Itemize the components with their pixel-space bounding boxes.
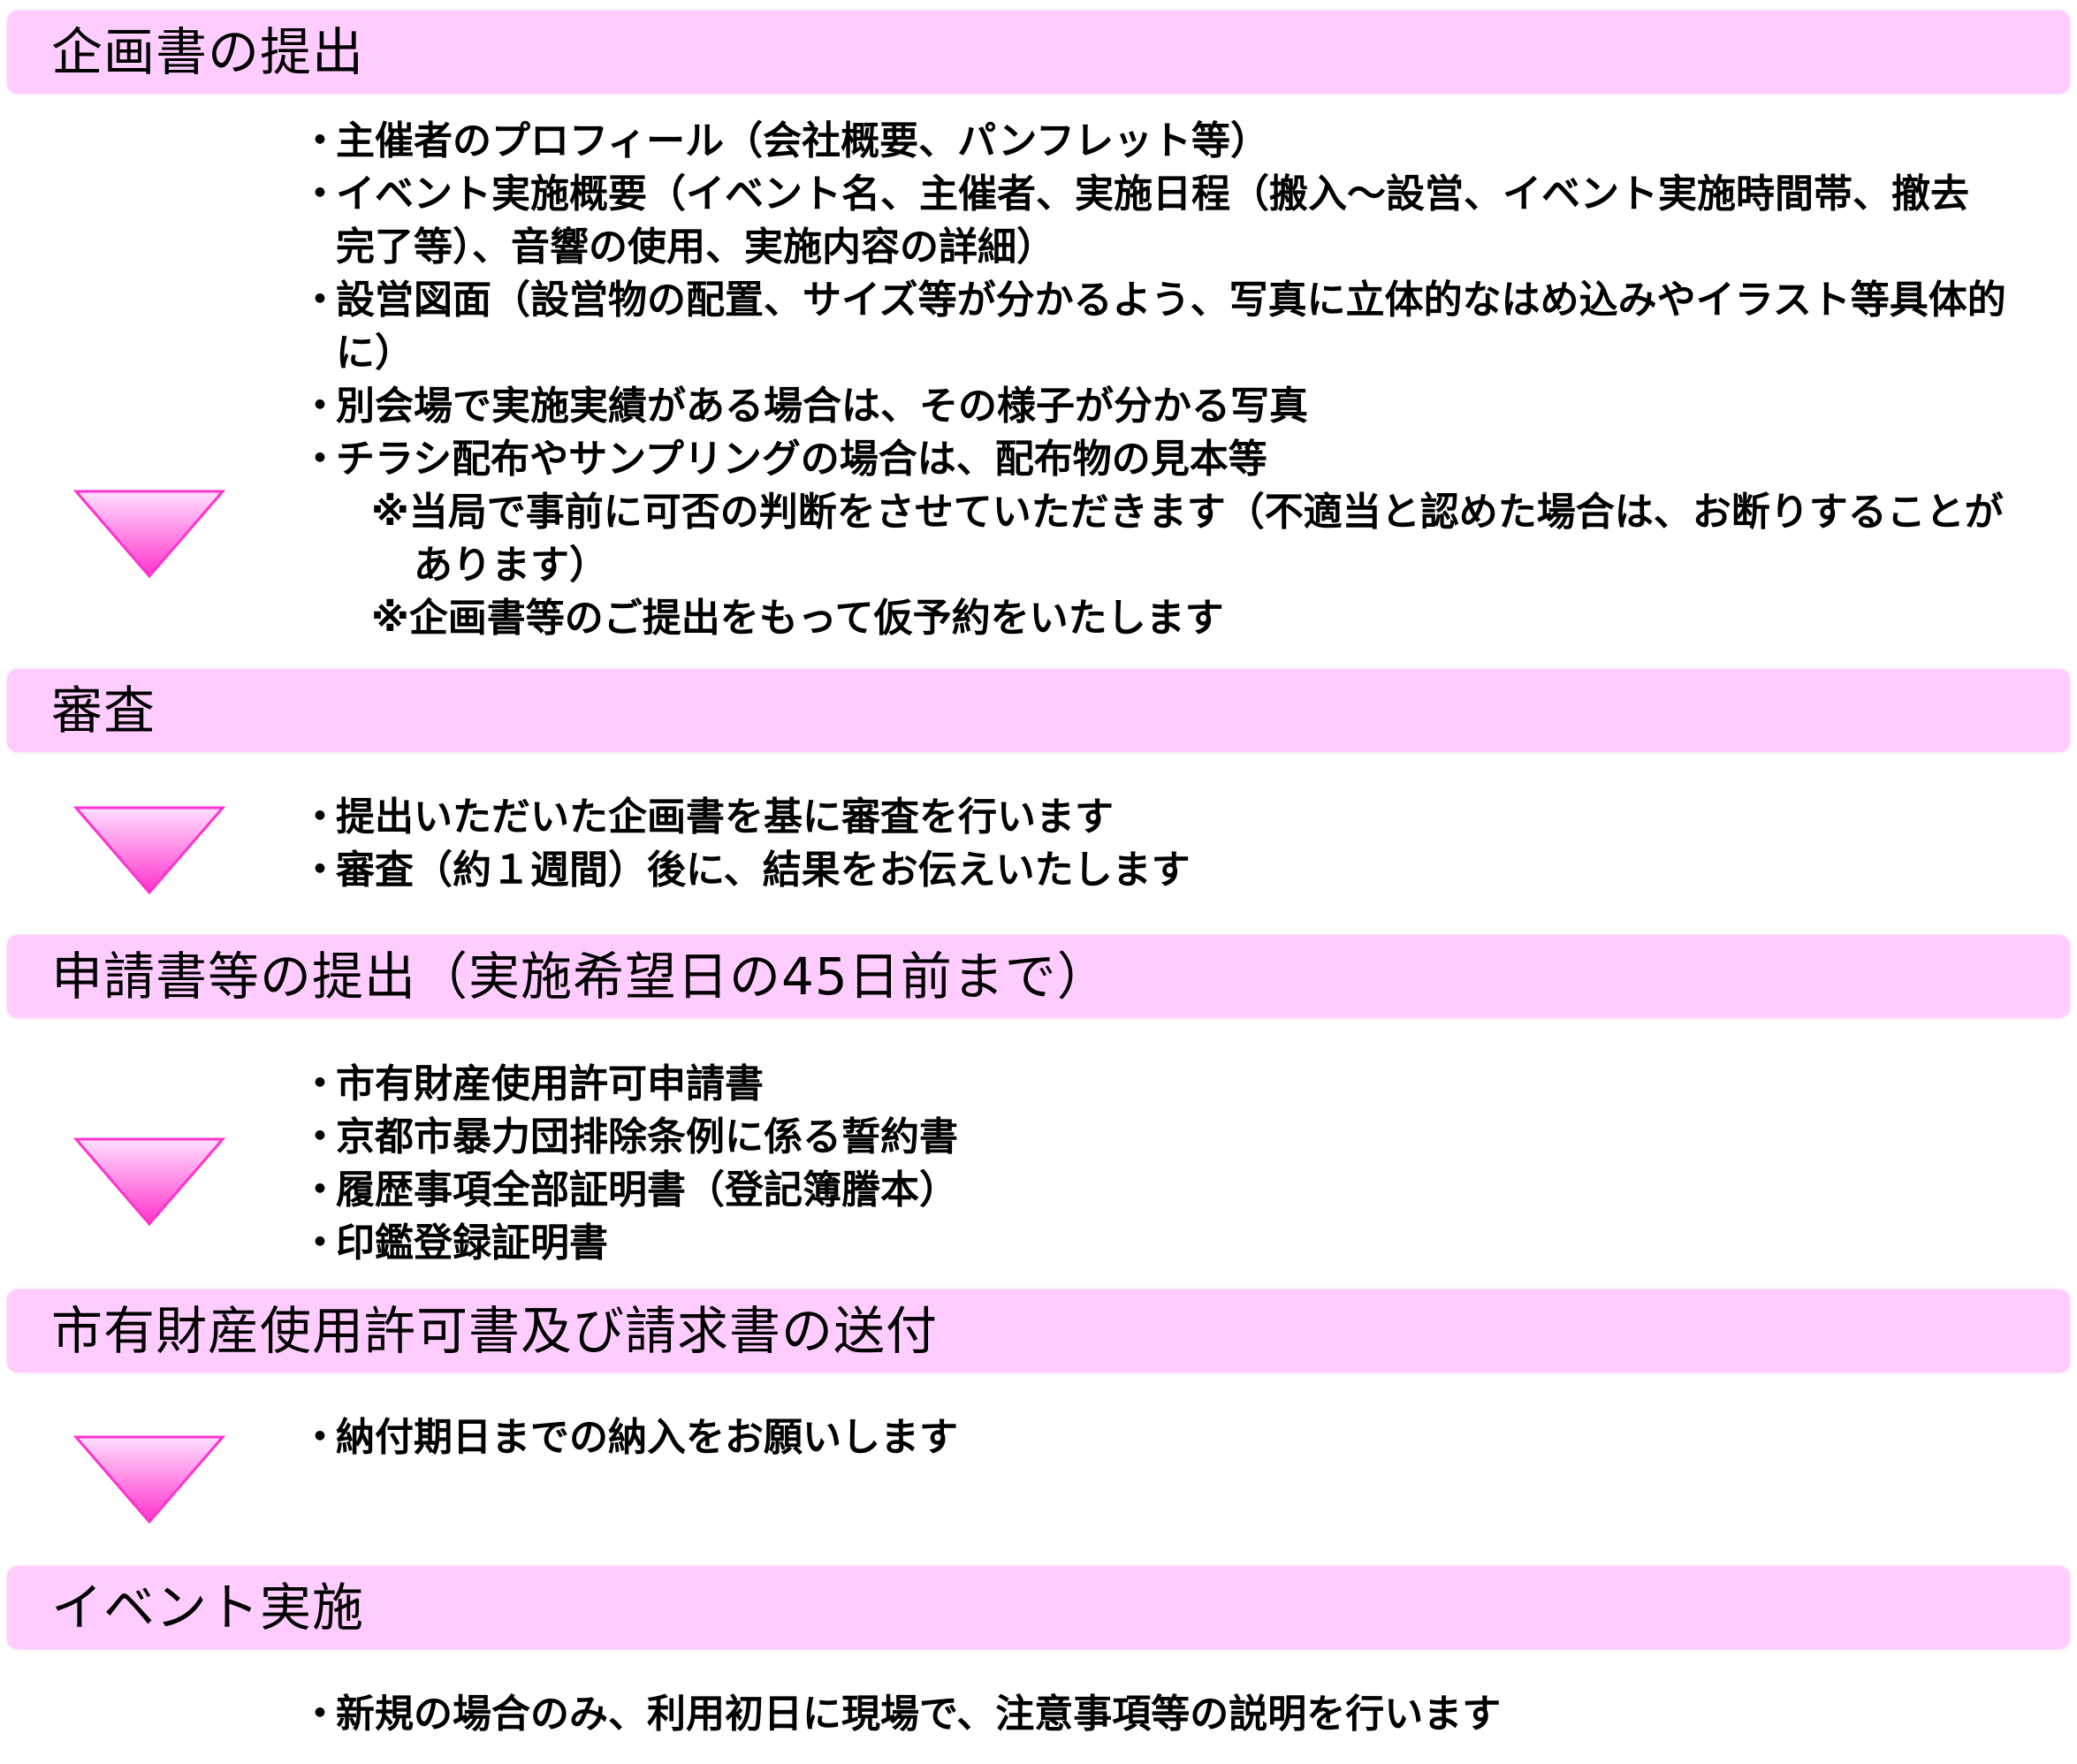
list-item-text: 審査（約１週間）後に、結果をお伝えいたします <box>336 848 1191 893</box>
list-item: ・京都市暴力団排除条例に係る誓約書 <box>301 1111 2006 1164</box>
step-title: 審査 <box>51 681 156 741</box>
list-item-text: 印鑑登録証明書 <box>336 1220 608 1266</box>
list-item: ・イベント実施概要（イベント名、主催者、実施日程（搬入～設営、イベント実施時間帯… <box>301 168 2006 274</box>
list-item: ・提出いただいた企画書を基に審査を行います <box>301 791 2006 844</box>
step-bar-event: イベント実施 <box>7 1566 2070 1649</box>
step-title: 企画書の提出 <box>51 22 365 82</box>
bullet-mark: ・ <box>301 278 339 323</box>
note-text: ※当局で事前に可否の判断をさせていただきます（不適当と認めた場合は、お断りするこ… <box>371 490 2004 588</box>
list-item-text: チラシ配布やサンプリングの場合は、配布物の見本等 <box>336 437 1267 482</box>
list-item: ・別会場で実施実績がある場合は、その様子が分かる写真 <box>301 380 2006 433</box>
list-item-text: 設営図面（設営物の配置、サイズ等が分かるよう、写真に立体的なはめ込みやイラスト等… <box>336 278 2006 376</box>
list-item-text: 主催者のプロフィール（会社概要、パンフレット等） <box>336 118 1269 163</box>
flow-arrow-down-icon <box>72 490 226 579</box>
step-details-proposal: ・主催者のプロフィール（会社概要、パンフレット等） ・イベント実施概要（イベント… <box>301 115 2006 645</box>
list-item: ・審査（約１週間）後に、結果をお伝えいたします <box>301 844 2006 897</box>
list-item: ・納付期日までの納入をお願いします <box>301 1411 2006 1464</box>
list-item: ・新規の場合のみ、利用初日に現場で、注意事項等の説明を行います <box>301 1688 2006 1741</box>
list-item-text: 京都市暴力団排除条例に係る誓約書 <box>336 1114 958 1160</box>
step-details-review: ・提出いただいた企画書を基に審査を行います ・審査（約１週間）後に、結果をお伝え… <box>301 791 2006 897</box>
list-item-text: 納付期日までの納入をお願いします <box>336 1415 958 1460</box>
list-item-text: 別会場で実施実績がある場合は、その様子が分かる写真 <box>336 384 1308 429</box>
list-item-text: イベント実施概要（イベント名、主催者、実施日程（搬入～設営、イベント実施時間帯、… <box>336 171 1969 270</box>
list-item: ・履歴事項全部証明書（登記簿謄本） <box>301 1164 2006 1217</box>
step-title: 市有財産使用許可書及び請求書の送付 <box>51 1301 939 1361</box>
step-bar-permit: 市有財産使用許可書及び請求書の送付 <box>7 1289 2070 1372</box>
bullet-mark: ・ <box>301 1220 339 1266</box>
bullet-mark: ・ <box>301 1061 339 1106</box>
step-details-event: ・新規の場合のみ、利用初日に現場で、注意事項等の説明を行います <box>301 1688 2006 1741</box>
bullet-mark: ・ <box>301 171 339 217</box>
bullet-mark: ・ <box>301 118 339 163</box>
list-item-text: 市有財産使用許可申請書 <box>336 1061 764 1106</box>
step-details-application: ・市有財産使用許可申請書 ・京都市暴力団排除条例に係る誓約書 ・履歴事項全部証明… <box>301 1058 2006 1270</box>
note-text: ※企画書等のご提出をもって仮予約をいたします <box>371 596 1224 641</box>
bullet-mark: ・ <box>301 1692 339 1737</box>
list-item: ・主催者のプロフィール（会社概要、パンフレット等） <box>301 115 2006 168</box>
list-item: ・チラシ配布やサンプリングの場合は、配布物の見本等 <box>301 433 2006 486</box>
step-details-permit: ・納付期日までの納入をお願いします <box>301 1411 2006 1464</box>
flow-arrow-down-icon <box>72 806 226 895</box>
list-item-text: 履歴事項全部証明書（登記簿謄本） <box>336 1167 958 1213</box>
bullet-mark: ・ <box>301 1167 339 1213</box>
flow-arrow-down-icon <box>72 1435 226 1524</box>
list-item-text: 提出いただいた企画書を基に審査を行います <box>336 795 1114 840</box>
step-bar-application: 申請書等の提出（実施希望日の45日前まで） <box>7 935 2070 1018</box>
list-item-text: 新規の場合のみ、利用初日に現場で、注意事項等の説明を行います <box>336 1692 1502 1737</box>
bullet-mark: ・ <box>301 384 339 429</box>
step-title: 申請書等の提出（実施希望日の45日前まで） <box>51 947 1109 1007</box>
bullet-mark: ・ <box>301 437 339 482</box>
step-bar-proposal: 企画書の提出 <box>7 11 2070 94</box>
bullet-mark: ・ <box>301 1114 339 1160</box>
step-bar-review: 審査 <box>7 669 2070 752</box>
list-item: ・設営図面（設営物の配置、サイズ等が分かるよう、写真に立体的なはめ込みやイラスト… <box>301 274 2006 380</box>
bullet-mark: ・ <box>301 795 339 840</box>
step-title: イベント実施 <box>51 1578 365 1638</box>
list-item: ・印鑑登録証明書 <box>301 1217 2006 1270</box>
bullet-mark: ・ <box>301 848 339 893</box>
bullet-mark: ・ <box>301 1415 339 1460</box>
list-item: ・市有財産使用許可申請書 <box>301 1058 2006 1111</box>
flow-arrow-down-icon <box>72 1137 226 1227</box>
